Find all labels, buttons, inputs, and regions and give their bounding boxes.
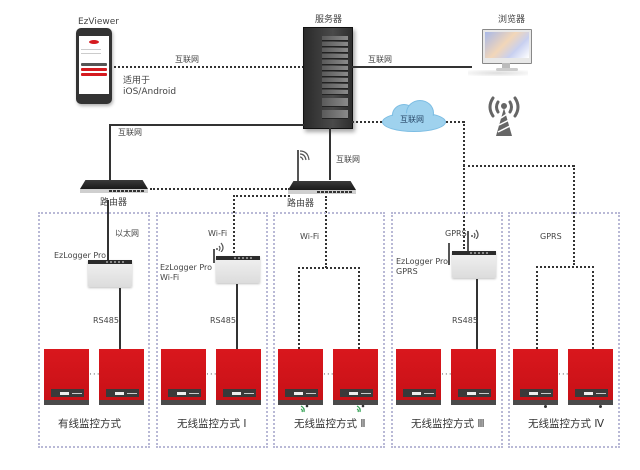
zone4-logger-label-2: GPRS: [396, 267, 418, 276]
zone1-bus-label: RS485: [93, 316, 119, 325]
inverter-icon: [396, 349, 441, 405]
zone4-title: 无线监控方式 Ⅲ: [411, 418, 485, 430]
zone1-title: 有线监控方式: [58, 418, 121, 430]
smartphone-app-icon: [76, 28, 112, 104]
inverter-icon: [161, 349, 206, 405]
zone3-title: 无线监控方式 Ⅱ: [294, 418, 366, 430]
wifi-signal-icon: [299, 150, 310, 161]
link-zone5-split: [536, 266, 594, 268]
ellipsis: ···: [558, 370, 570, 380]
zone4-ezlogger-gprs-icon: [452, 251, 496, 278]
gprs-module-icon: [599, 405, 602, 408]
link-zone3-inv1: [298, 267, 300, 349]
link-router-zone3: [325, 196, 327, 268]
link-cloud-zone4-h: [463, 165, 574, 167]
ellipsis: ···: [206, 370, 218, 380]
zone2-uplink-label: Wi-Fi: [208, 229, 228, 238]
zone4-logger-antenna-1: [467, 231, 469, 251]
browser-title: 浏览器: [498, 15, 526, 25]
zone2-logger-antenna: [213, 249, 215, 263]
zone2-ezlogger-wifi-icon: [216, 256, 260, 283]
zone1-uplink-label: 以太网: [115, 229, 139, 238]
link-zone5-inv2: [592, 266, 594, 349]
zone4-rs485-line: [476, 279, 478, 349]
zone2-title: 无线监控方式 Ⅰ: [177, 418, 247, 430]
zone5-title: 无线监控方式 Ⅳ: [528, 418, 605, 430]
link-zone3-inv2: [358, 267, 360, 349]
link-zone3-split: [298, 267, 360, 269]
link-app-server-label: 互联网: [175, 55, 199, 64]
link-server-browser: [352, 66, 472, 68]
router-center-label: 路由器: [287, 199, 315, 209]
app-platform-note-2: iOS/Android: [123, 87, 177, 97]
monitor-stand: [502, 63, 510, 69]
zone1-ezlogger-icon: [88, 260, 132, 287]
ellipsis: ···: [89, 370, 101, 380]
zone4-logger-antenna-2: [448, 243, 450, 265]
router-left-label: 路由器: [100, 198, 128, 208]
zone4-uplink-label: GPRS: [445, 229, 467, 238]
zone-wireless-2: [273, 212, 385, 448]
zone1-rs485-line: [119, 288, 121, 349]
link-server-router-left-vertical: [109, 124, 111, 180]
inverter-icon: [278, 349, 323, 405]
keyboard-shadow: [468, 70, 528, 76]
inverter-icon: [99, 349, 144, 405]
zone2-bus-label: RS485: [210, 316, 236, 325]
wifi-module-icon: [356, 404, 365, 413]
inverter-icon: [216, 349, 261, 405]
app-title: EzViewer: [78, 17, 120, 27]
server-rack-icon: [303, 27, 353, 129]
inverter-icon: [513, 349, 558, 405]
wifi-signal-icon: [216, 242, 224, 252]
ellipsis: ···: [441, 370, 453, 380]
ethernet-link: [107, 200, 109, 260]
link-server-router-center: [329, 128, 331, 180]
server-title: 服务器: [315, 15, 343, 25]
monitor-base: [496, 68, 518, 71]
link-cloud-gprs: [446, 121, 464, 123]
link-cloud-zone4-v: [573, 165, 575, 265]
zone2-logger-label-2: Wi-Fi: [160, 273, 180, 282]
link-router-zone2: [233, 195, 235, 253]
zone-wireless-1: [156, 212, 268, 448]
zone4-logger-label-1: EzLogger Pro: [396, 257, 449, 266]
inverter-icon: [44, 349, 89, 405]
link-server-router-left: [109, 124, 304, 126]
link-cloud-zone3: [463, 121, 465, 249]
inverter-icon: [568, 349, 613, 405]
wireless-signal-icon: [471, 229, 479, 239]
cell-tower-icon: [488, 96, 520, 136]
zone3-uplink-label: Wi-Fi: [300, 232, 320, 241]
wifi-module-icon: [300, 404, 309, 413]
link-server-cloud: [352, 121, 382, 123]
link-server-router-left-label: 互联网: [118, 128, 142, 137]
zone-wired: [38, 212, 150, 448]
zone2-logger-label-1: EzLogger Pro: [160, 263, 213, 272]
router-left-icon: [80, 180, 148, 194]
link-router-zone2-h: [233, 195, 290, 197]
router-center-antenna: [297, 150, 299, 182]
link-server-router-center-label: 互联网: [336, 155, 360, 164]
zone2-rs485-line: [236, 284, 238, 349]
app-platform-note-1: 适用于: [123, 76, 151, 86]
zone-wireless-3: [391, 212, 503, 448]
desktop-monitor-icon: [482, 29, 532, 64]
link-zone5-inv1: [536, 266, 538, 349]
cloud-label: 互联网: [400, 115, 424, 124]
link-app-server: [114, 66, 304, 68]
internet-cloud-icon: 互联网: [380, 100, 446, 132]
zone5-uplink-label: GPRS: [540, 232, 562, 241]
zone1-logger-label: EzLogger Pro: [54, 251, 107, 260]
link-router-left-to-center: [150, 188, 290, 190]
inverter-icon: [451, 349, 496, 405]
router-center-icon: [288, 181, 356, 195]
link-server-browser-label: 互联网: [368, 55, 392, 64]
inverter-icon: [333, 349, 378, 405]
ellipsis: ···: [323, 370, 335, 380]
zone4-bus-label: RS485: [452, 316, 478, 325]
zone-wireless-4: [508, 212, 620, 448]
gprs-module-icon: [544, 405, 547, 408]
